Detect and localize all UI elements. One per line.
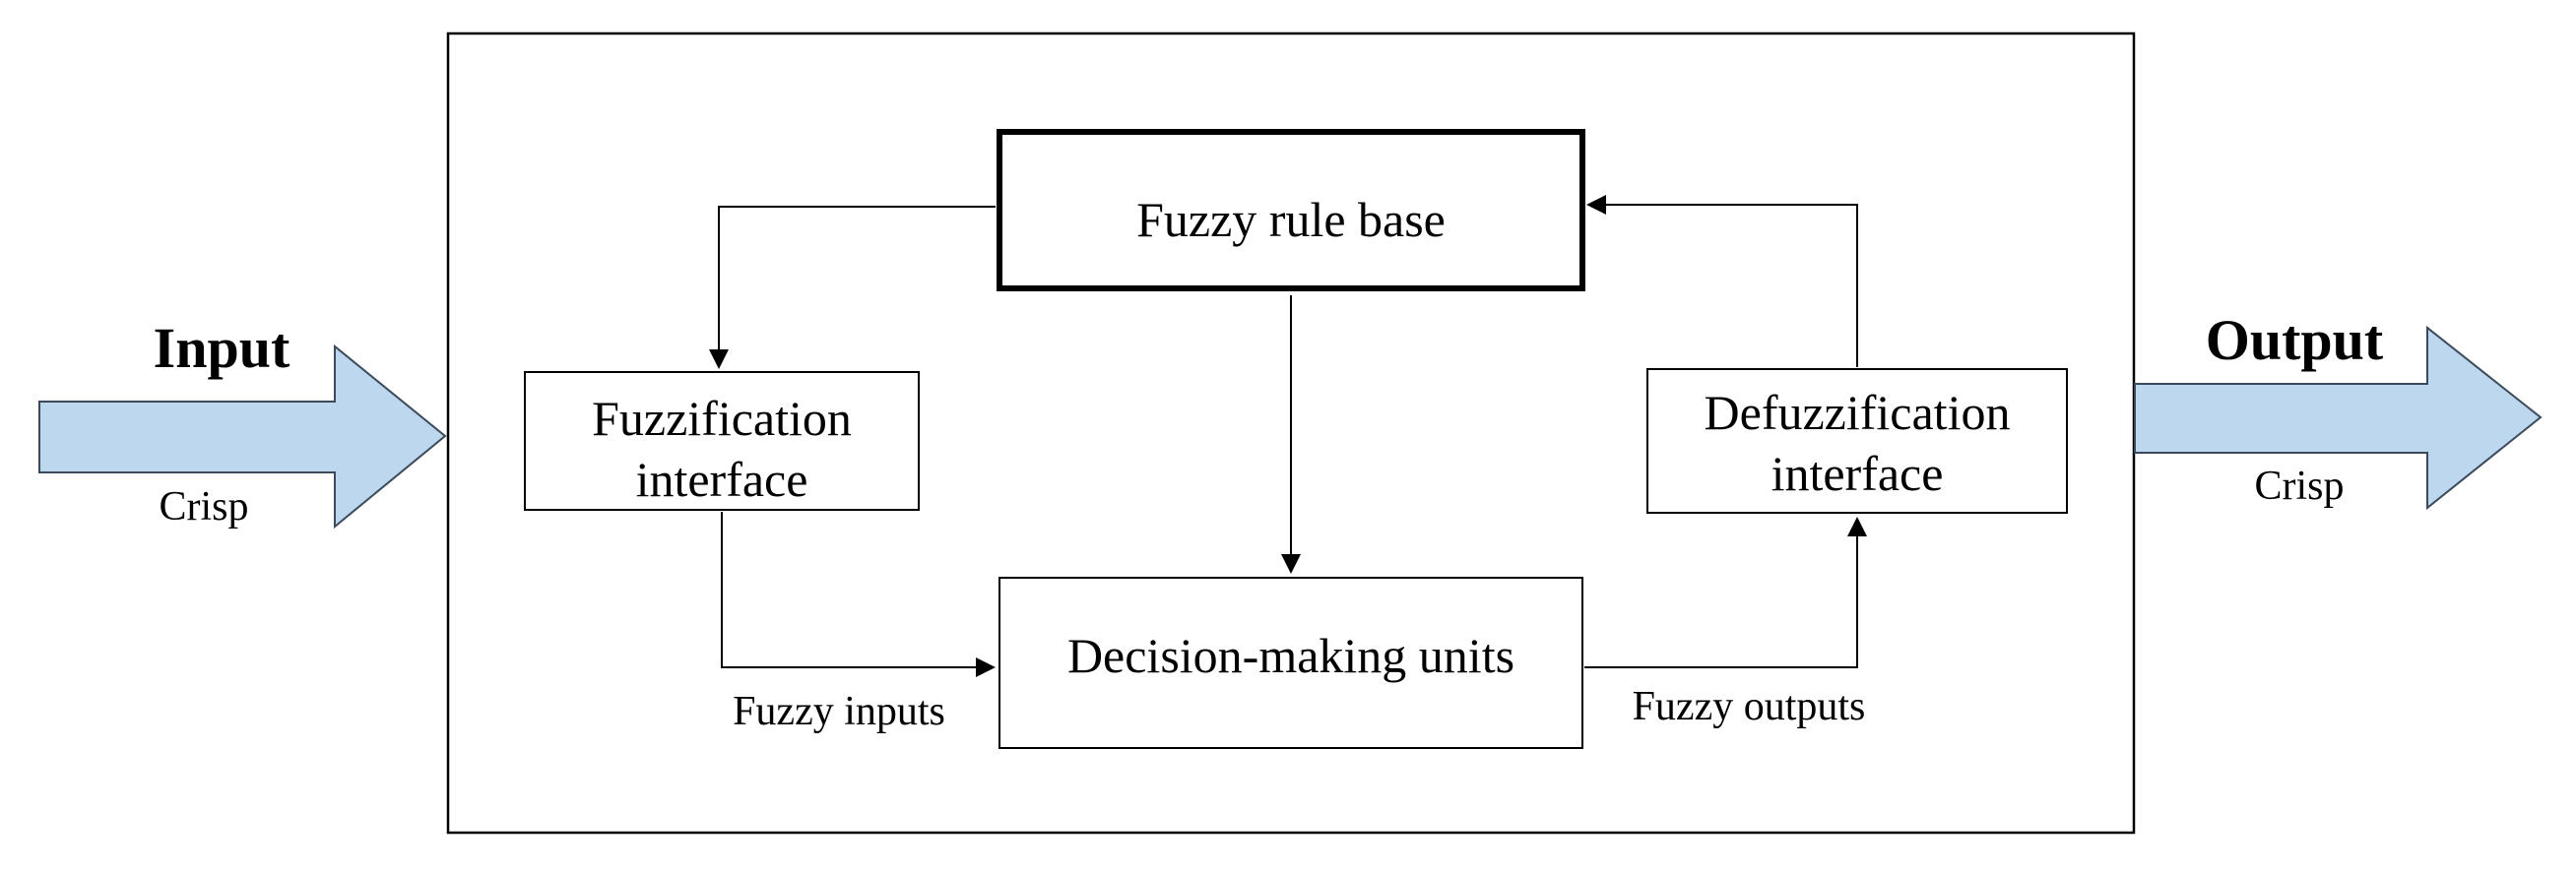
output-label: Output (2206, 308, 2384, 372)
input-label: Input (154, 316, 290, 380)
decision-box (998, 577, 1583, 749)
fuzzification-label-line1: Fuzzification (592, 391, 852, 446)
connector-fuzzification-to-decision (721, 512, 976, 668)
fuzzy-inputs-label: Fuzzy inputs (733, 689, 945, 734)
fuzzification-label-line2: interface (636, 452, 808, 507)
arrowhead-into-decision-top (1281, 554, 1301, 574)
connector-rulebase-to-fuzzification (718, 206, 996, 349)
decision-label: Decision-making units (1067, 628, 1514, 683)
input-arrow (38, 343, 447, 530)
arrowhead-into-fuzzification (709, 349, 729, 369)
defuzzification-label-line1: Defuzzification (1705, 385, 2011, 440)
defuzzification-box (1646, 368, 2068, 514)
output-sublabel: Crisp (2254, 464, 2344, 509)
connector-decision-to-defuzzification (1584, 536, 1858, 668)
output-arrow (2134, 325, 2543, 511)
rule-base-box (997, 129, 1585, 291)
fuzzification-box (524, 371, 920, 511)
connector-defuzzification-to-rulebase (1606, 204, 1858, 367)
rule-base-label: Fuzzy rule base (1136, 192, 1446, 247)
input-sublabel: Crisp (159, 484, 248, 530)
arrowhead-into-defuzzification (1847, 517, 1867, 536)
defuzzification-label-line2: interface (1771, 446, 1944, 501)
arrowhead-into-decision-left (976, 657, 996, 677)
arrowhead-into-rulebase (1586, 195, 1606, 215)
fuzzy-outputs-label: Fuzzy outputs (1633, 684, 1866, 729)
